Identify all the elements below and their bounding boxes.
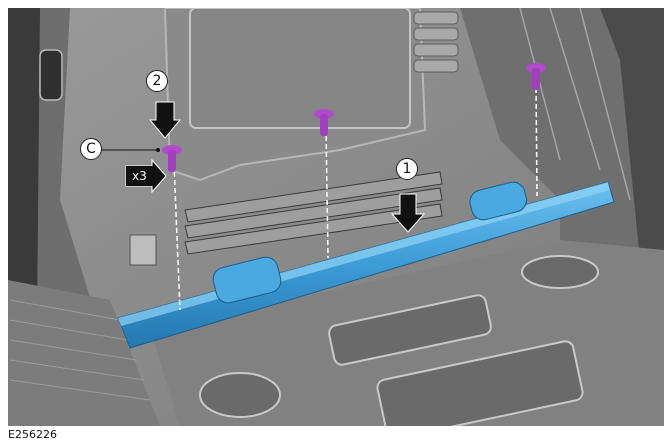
fastener-clip-left-icon: [162, 145, 182, 172]
callout-2: 2: [146, 70, 168, 92]
callout-c: C: [80, 138, 102, 160]
service-illustration: 1 2 C x3: [8, 8, 664, 426]
vehicle-interior-drawing: [8, 8, 664, 426]
quantity-badge: x3: [126, 166, 153, 186]
fastener-clip-center-icon: [314, 109, 334, 136]
figure-id-caption: E256226: [8, 428, 57, 441]
callout-1: 1: [396, 158, 418, 180]
fastener-clip-right-icon: [526, 63, 546, 90]
